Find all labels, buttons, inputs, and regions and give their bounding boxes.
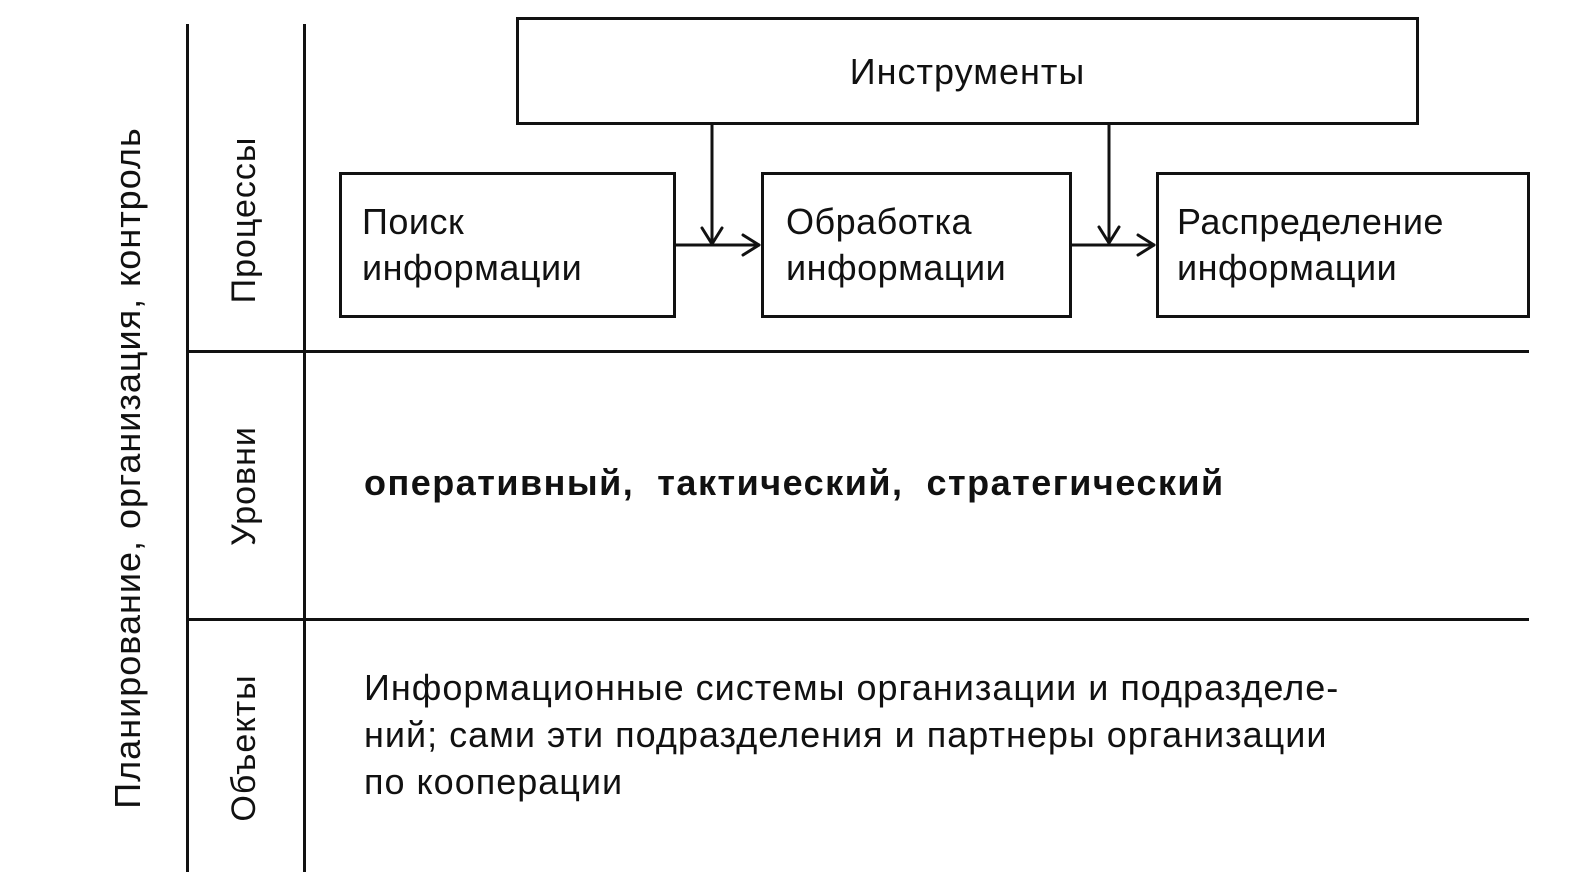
tools-box: Инструменты (516, 17, 1419, 125)
process-box-search-line1: Поиск (362, 201, 465, 242)
process-box-distribution: Распределение информации (1156, 172, 1530, 318)
objects-line-1: Информационные системы организации и под… (364, 667, 1340, 708)
tools-box-label: Инструменты (849, 51, 1086, 92)
process-box-distribution-line1: Распределение (1177, 201, 1444, 242)
arrow-processing-to-distribution-head (1136, 233, 1156, 257)
row-separator-bottom (186, 618, 1529, 621)
objects-line-3: по кооперации (364, 761, 624, 802)
row-separator-top (186, 350, 1529, 353)
right-divider-line (303, 24, 306, 872)
process-box-search-line2: информации (362, 247, 583, 288)
objects-content: Информационные системы организации и под… (364, 664, 1339, 805)
process-box-processing-line2: информации (786, 247, 1007, 288)
process-box-search: Поиск информации (339, 172, 676, 318)
process-box-processing-line1: Обработка (786, 201, 973, 242)
arrow-tools-to-distribution-head (1097, 225, 1121, 245)
objects-line-2: ний; сами эти подразделения и партнеры о… (364, 714, 1328, 755)
process-box-distribution-line2: информации (1177, 247, 1398, 288)
levels-content: оперативный, тактический, стратегический (364, 462, 1225, 503)
arrow-search-to-processing-head (741, 233, 761, 257)
left-divider-line (186, 24, 189, 872)
process-box-processing: Обработка информации (761, 172, 1072, 318)
